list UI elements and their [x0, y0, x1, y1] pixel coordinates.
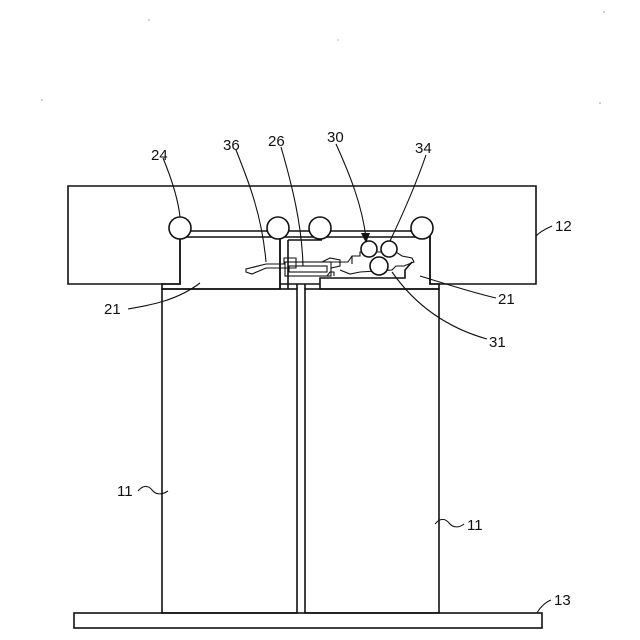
- label-21-left: 21: [104, 301, 121, 318]
- catch-unit-26: [285, 258, 340, 276]
- label-21-right: 21: [498, 291, 515, 308]
- label-34: 34: [415, 140, 432, 157]
- pulley-right: [411, 217, 433, 239]
- label-24: 24: [151, 147, 168, 164]
- right-column-11: [305, 289, 439, 613]
- roller-left: [361, 241, 377, 257]
- roller-bottom-31: [370, 257, 388, 275]
- pulley-center-right: [309, 217, 331, 239]
- label-30: 30: [327, 129, 344, 146]
- leader-lines: [128, 144, 552, 613]
- label-31: 31: [489, 334, 506, 351]
- base-plate-13: [74, 613, 542, 628]
- label-12: 12: [555, 218, 572, 235]
- upper-housing-12: [68, 186, 536, 284]
- label-36: 36: [223, 137, 240, 154]
- label-11-left: 11: [117, 483, 133, 500]
- pulley-center-left: [267, 217, 289, 239]
- label-13: 13: [554, 592, 571, 609]
- reference-numerals: 24 36 26 30 34 12 21 21 31 11 11 13: [104, 129, 572, 609]
- pulley-left: [169, 217, 191, 239]
- scan-specks: [41, 11, 605, 104]
- left-column-11: [162, 289, 297, 613]
- label-26: 26: [268, 133, 285, 150]
- roller-right: [381, 241, 397, 257]
- label-11-right: 11: [467, 517, 483, 534]
